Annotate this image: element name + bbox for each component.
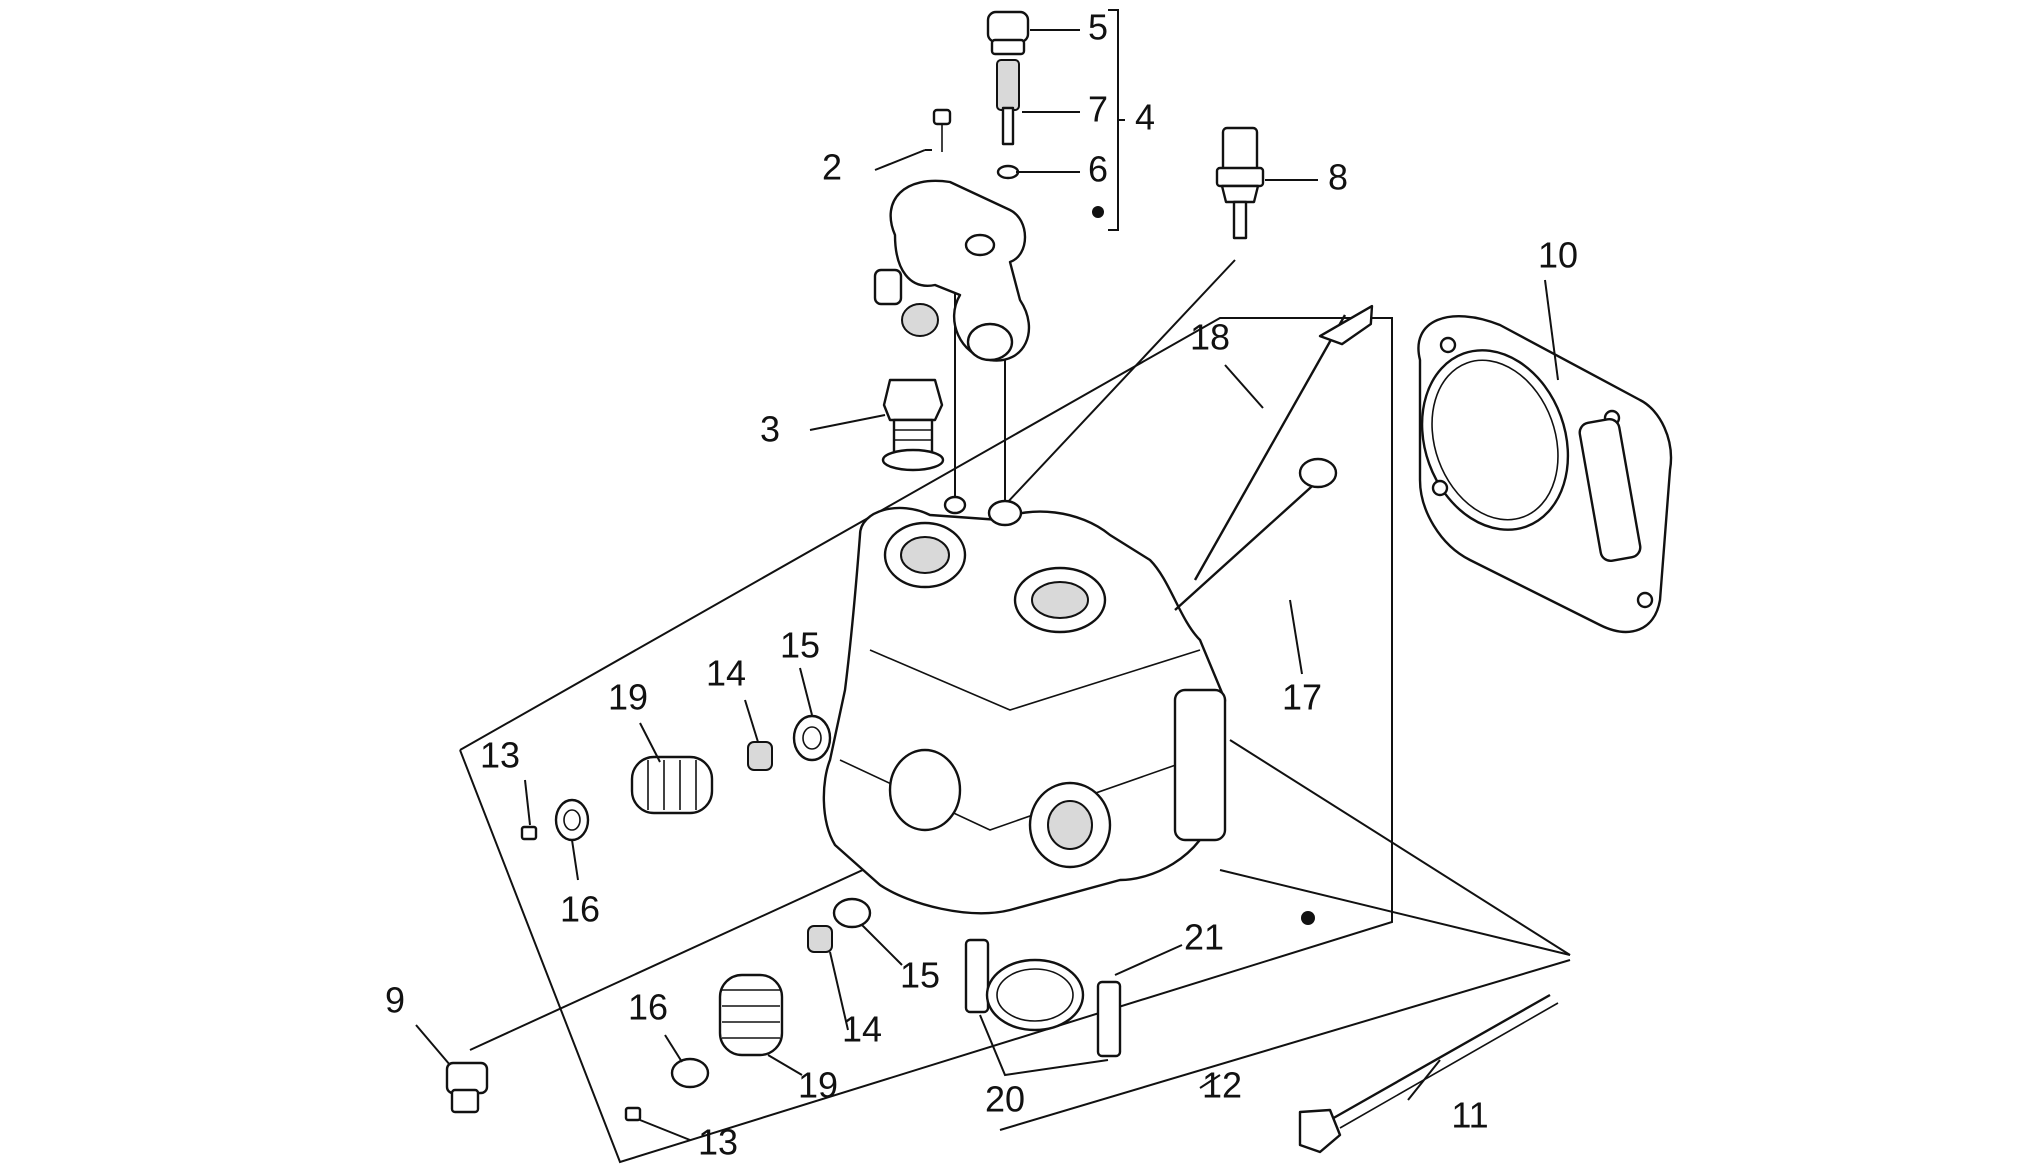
valve-stem-seal-part-14b <box>807 925 833 953</box>
thermostat-part <box>881 378 945 472</box>
valve-cotter-part-13b <box>624 1106 642 1122</box>
reference-dot-bottom <box>1301 911 1315 925</box>
callout-17: 17 <box>1282 677 1322 718</box>
reference-dot-top <box>1092 206 1104 218</box>
bleed-screw-part <box>996 59 1020 146</box>
callout-4: 4 <box>1135 97 1155 138</box>
dowel-pin-part-20 <box>964 938 1122 1058</box>
washer-part <box>996 164 1020 180</box>
callout-12: 12 <box>1202 1065 1242 1106</box>
exhaust-valve-part <box>1174 457 1338 611</box>
callout-8: 8 <box>1328 157 1348 198</box>
callout-15-upper: 15 <box>780 625 820 666</box>
callout-16-lower: 16 <box>628 987 668 1028</box>
callout-3: 3 <box>760 409 780 450</box>
callout-2: 2 <box>822 147 842 188</box>
callout-14-upper: 14 <box>706 653 746 694</box>
callout-19-lower: 19 <box>798 1065 838 1106</box>
o-ring-part-21 <box>985 958 1085 1032</box>
callout-16-upper: 16 <box>560 889 600 930</box>
valve-stem-seal-part-14a <box>747 741 773 771</box>
cylinder-head-part <box>822 495 1227 915</box>
callout-18: 18 <box>1190 317 1230 358</box>
valve-spring-retainer-part-16b <box>670 1057 710 1089</box>
callout-leaders <box>415 9 1559 1141</box>
valve-spring-part-19b <box>718 973 784 1057</box>
callout-5: 5 <box>1088 7 1108 48</box>
callout-20: 20 <box>985 1079 1025 1120</box>
valve-cotter-part-13a <box>520 825 538 841</box>
leader-lines <box>469 250 1571 1131</box>
callout-labels: 5 7 4 2 6 8 10 3 18 17 15 14 19 13 16 21… <box>385 7 1578 1163</box>
callout-11: 11 <box>1451 1095 1488 1136</box>
valve-spring-part-19a <box>630 755 714 815</box>
thermostat-housing-part <box>873 179 1031 362</box>
callout-13-lower: 13 <box>698 1122 738 1163</box>
bolt-part-2 <box>932 108 952 152</box>
spring-seat-washer-part-15a <box>792 714 832 762</box>
callout-21: 21 <box>1184 917 1224 958</box>
spring-seat-washer-part-15b <box>832 897 872 929</box>
temperature-sensor-part <box>1215 126 1265 240</box>
thermostat-cap-part <box>986 10 1030 56</box>
callout-15-lower: 15 <box>900 955 940 996</box>
head-gasket-part <box>1417 315 1673 634</box>
callout-14-lower: 14 <box>842 1009 882 1050</box>
head-bolt-part-11 <box>1298 993 1559 1154</box>
callout-10: 10 <box>1538 235 1578 276</box>
intake-valve-part <box>1193 304 1374 581</box>
callout-6: 6 <box>1088 149 1108 190</box>
callout-19-upper: 19 <box>608 677 648 718</box>
callout-13-upper: 13 <box>480 735 520 776</box>
reference-dots <box>1092 206 1315 925</box>
plug-part-9 <box>445 1061 489 1114</box>
valve-spring-retainer-part-16a <box>554 798 590 842</box>
cylinder-head-frame <box>459 317 1393 1164</box>
callout-9: 9 <box>385 980 405 1021</box>
callout-7: 7 <box>1088 89 1108 130</box>
